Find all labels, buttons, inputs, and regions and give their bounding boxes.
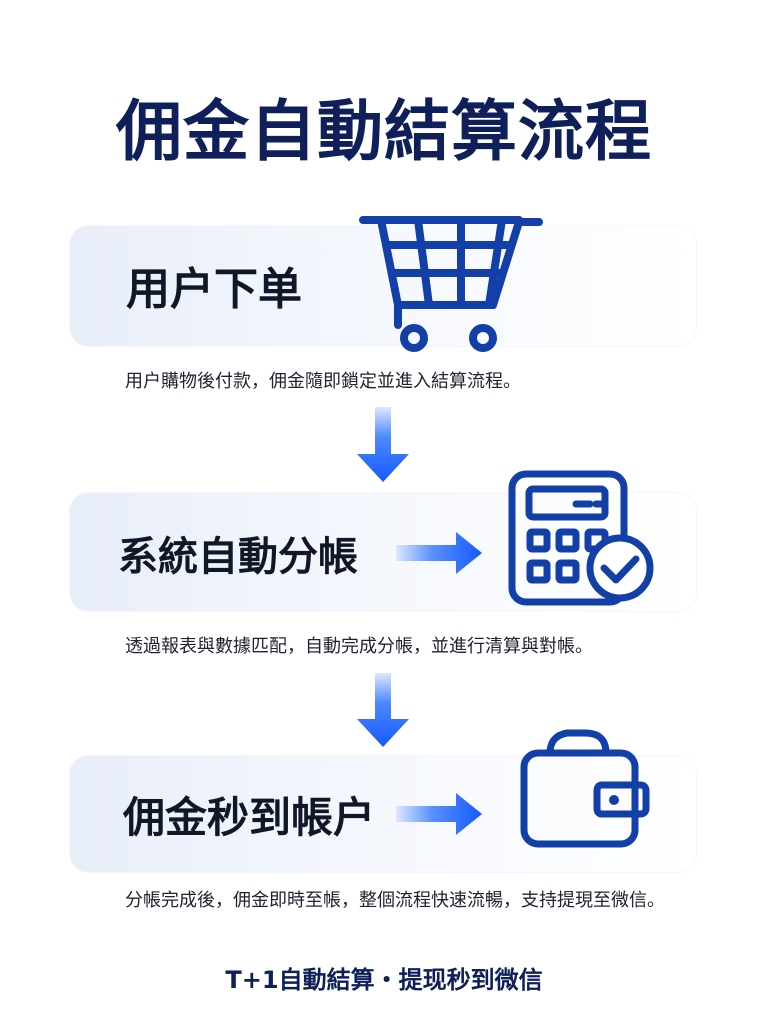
step-description-payout: 分帳完成後，佣金即時至帳，整個流程快速流暢，支持提現至微信。 [125,890,665,911]
step-title-order: 用户下单 [126,264,302,315]
step-title-split: 系統自動分帳 [118,534,358,580]
page-title: 佣金自動結算流程 [116,93,652,170]
step-description-order: 用户購物後付款，佣金隨即鎖定並進入結算流程。 [125,371,521,392]
footer-note: T+1自動結算・提现秒到微信 [225,966,543,994]
step-title-payout: 佣金秒到帳户 [123,793,376,842]
step-description-split: 透過報表與數據匹配，自動完成分帳，並進行清算與對帳。 [125,636,593,657]
